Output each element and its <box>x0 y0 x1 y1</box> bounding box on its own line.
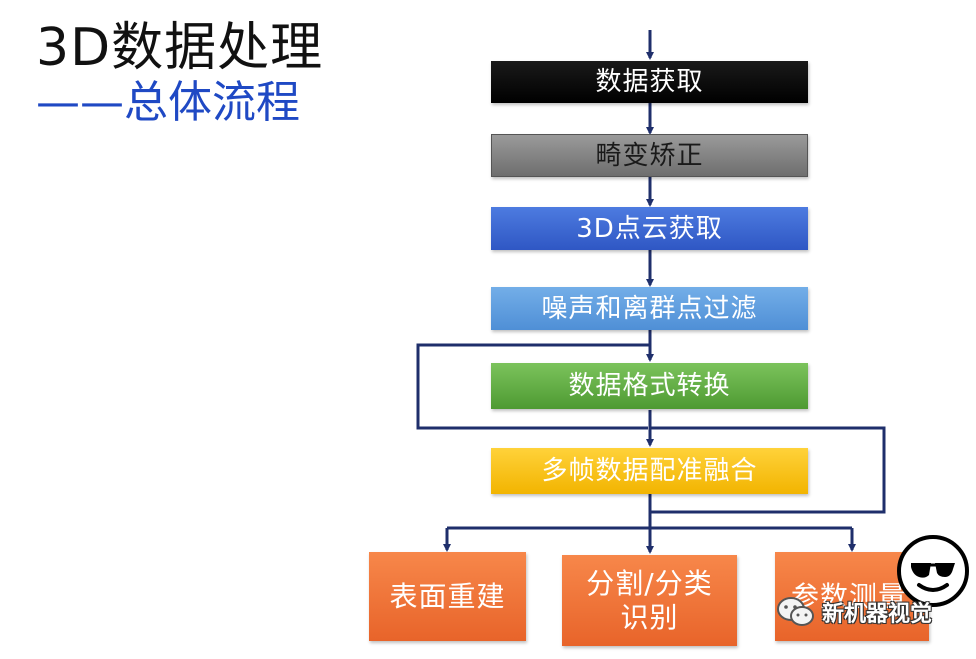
watermark: 新机器视觉 <box>776 596 932 628</box>
step-multi-frame-registration: 多帧数据配准融合 <box>491 448 808 494</box>
step-distortion-correction: 畸变矫正 <box>491 134 808 177</box>
watermark-text: 新机器视觉 <box>822 602 933 627</box>
loop-register-right <box>650 426 886 514</box>
output-surface-reconstruction: 表面重建 <box>369 552 526 641</box>
page-subtitle: ——总体流程 <box>36 77 300 128</box>
step-noise-outlier-filtering: 噪声和离群点过滤 <box>491 287 808 330</box>
sunglasses-smiley-icon <box>897 535 969 607</box>
bypass-convert-left <box>416 343 650 430</box>
step-data-format-conversion: 数据格式转换 <box>491 363 808 409</box>
wechat-icon <box>777 597 814 626</box>
step-data-acquisition: 数据获取 <box>491 61 808 103</box>
output-segmentation-recognition: 分割/分类 识别 <box>562 555 737 646</box>
page-title: 3D数据处理 <box>36 18 324 78</box>
step-point-cloud-acquisition: 3D点云获取 <box>491 207 808 250</box>
segment-line-1: 分割/分类 <box>586 566 713 600</box>
segment-line-2: 识别 <box>620 600 679 634</box>
